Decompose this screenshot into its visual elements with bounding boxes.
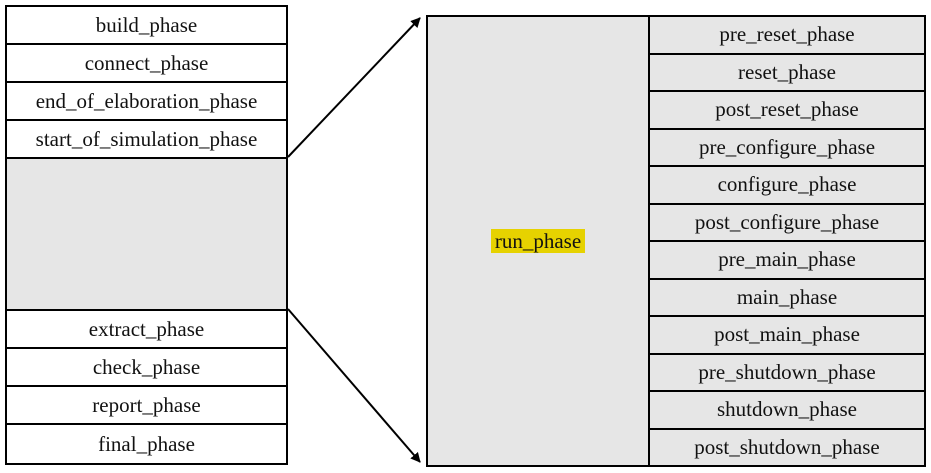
extract-phase-box: extract_phase: [7, 311, 286, 349]
build-phase-box: build_phase: [7, 7, 286, 45]
check-phase-box: check_phase: [7, 349, 286, 387]
run-phase-label: run_phase: [490, 229, 586, 253]
pre-shutdown-phase-box: pre_shutdown_phase: [650, 355, 924, 392]
phase-stack: build_phase connect_phase end_of_elabora…: [5, 5, 288, 465]
pre-configure-phase-box: pre_configure_phase: [650, 130, 924, 167]
lower-arrow: [287, 308, 421, 463]
start-of-simulation-phase-box: start_of_simulation_phase: [7, 121, 286, 159]
post-shutdown-phase-box: post_shutdown_phase: [694, 434, 880, 459]
post-configure-phase-box: post_configure_phase: [650, 205, 924, 242]
end-of-elaboration-phase-box: end_of_elaboration_phase: [7, 83, 286, 121]
pre-main-phase-box: pre_main_phase: [650, 242, 924, 280]
report-phase-box: report_phase: [7, 387, 286, 425]
post-reset-phase-box: post_reset_phase: [650, 92, 924, 130]
upper-arrow: [287, 17, 421, 158]
run-phase-expansion: run_phase pre_reset_phase reset_phase po…: [426, 15, 926, 467]
post-main-phase-box: post_main_phase: [650, 317, 924, 355]
run-sub-phase-list: pre_reset_phase reset_phase post_reset_p…: [650, 17, 924, 465]
shutdown-phase-box: shutdown_phase: [650, 392, 924, 430]
run-phase-cell: run_phase: [428, 17, 650, 465]
pre-reset-phase-box: pre_reset_phase: [650, 17, 924, 55]
configure-phase-box: configure_phase: [650, 167, 924, 205]
reset-phase-box: reset_phase: [650, 55, 924, 92]
connect-phase-box: connect_phase: [7, 45, 286, 83]
run-phase-slot: [7, 159, 286, 311]
main-phase-box: main_phase: [650, 280, 924, 317]
final-phase-box: final_phase: [98, 431, 195, 456]
